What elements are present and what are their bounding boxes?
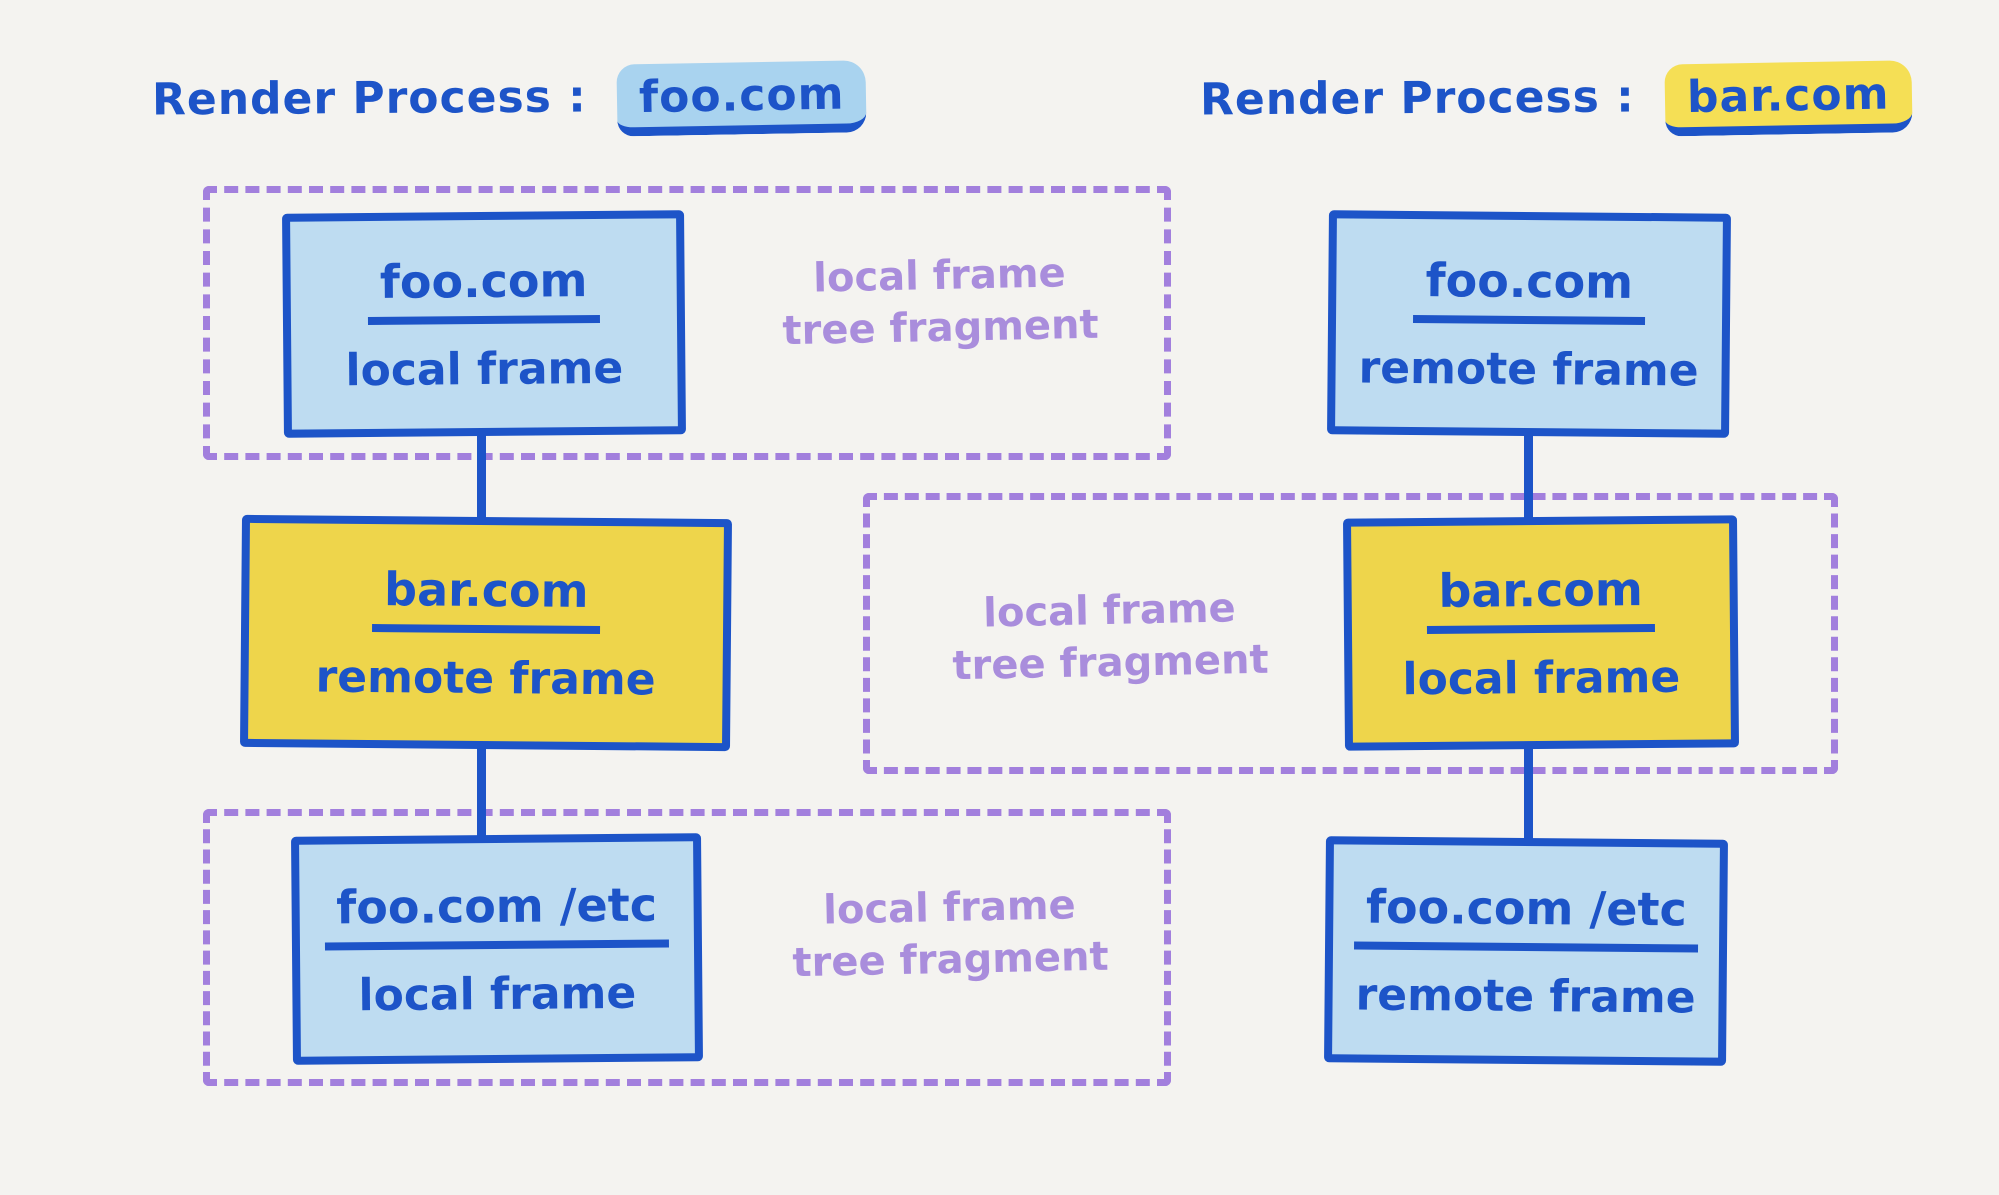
frame-node-kind: remote frame: [1355, 969, 1696, 1023]
frame-node-foo-local: foo.com local frame: [282, 210, 686, 438]
frame-node-domain: foo.com: [367, 252, 600, 325]
local-frame-tree-fragment-outline-bottom-left: [203, 809, 1171, 1086]
frame-node-kind: local frame: [345, 342, 624, 396]
tree-edge-right-top: [1524, 428, 1533, 528]
render-process-title-foo: Render Process : foo.com: [151, 60, 868, 139]
fragment-label-top-left: local frame tree fragment: [781, 250, 1100, 355]
frame-node-kind: remote frame: [1358, 342, 1699, 396]
fragment-label-bottom-left: local frame tree fragment: [791, 882, 1110, 987]
render-process-title-bar: Render Process : bar.com: [1199, 60, 1913, 139]
frame-node-foo-etc-local: foo.com /etc local frame: [291, 833, 703, 1065]
local-frame-tree-fragment-outline-top-left: [203, 186, 1171, 460]
frame-node-kind: remote frame: [315, 651, 656, 705]
tree-edge-right-bottom: [1524, 740, 1533, 850]
title-prefix: Render Process :: [1199, 71, 1635, 126]
fragment-label-middle-right: local frame tree fragment: [951, 585, 1270, 690]
frame-node-foo-remote: foo.com remote frame: [1327, 210, 1731, 438]
frame-node-domain: bar.com: [1426, 561, 1656, 634]
frame-node-domain: bar.com: [371, 561, 601, 634]
frame-node-domain: foo.com /etc: [1353, 878, 1699, 953]
frame-node-kind: local frame: [1402, 651, 1681, 705]
title-domain-foo-highlight: foo.com: [616, 60, 868, 137]
title-domain-bar-highlight: bar.com: [1664, 60, 1913, 137]
frame-node-domain: foo.com /etc: [324, 876, 670, 951]
frame-node-foo-etc-remote: foo.com /etc remote frame: [1324, 836, 1728, 1066]
tree-edge-left-top: [477, 428, 486, 528]
frame-node-kind: local frame: [358, 967, 637, 1021]
frame-node-bar-local: bar.com local frame: [1342, 515, 1740, 751]
title-prefix: Render Process :: [151, 71, 587, 126]
frame-node-domain: foo.com: [1413, 252, 1646, 325]
local-frame-tree-fragment-outline-middle-right: [863, 493, 1838, 774]
tree-edge-left-bottom: [477, 740, 486, 846]
frame-node-bar-remote: bar.com remote frame: [239, 514, 733, 752]
